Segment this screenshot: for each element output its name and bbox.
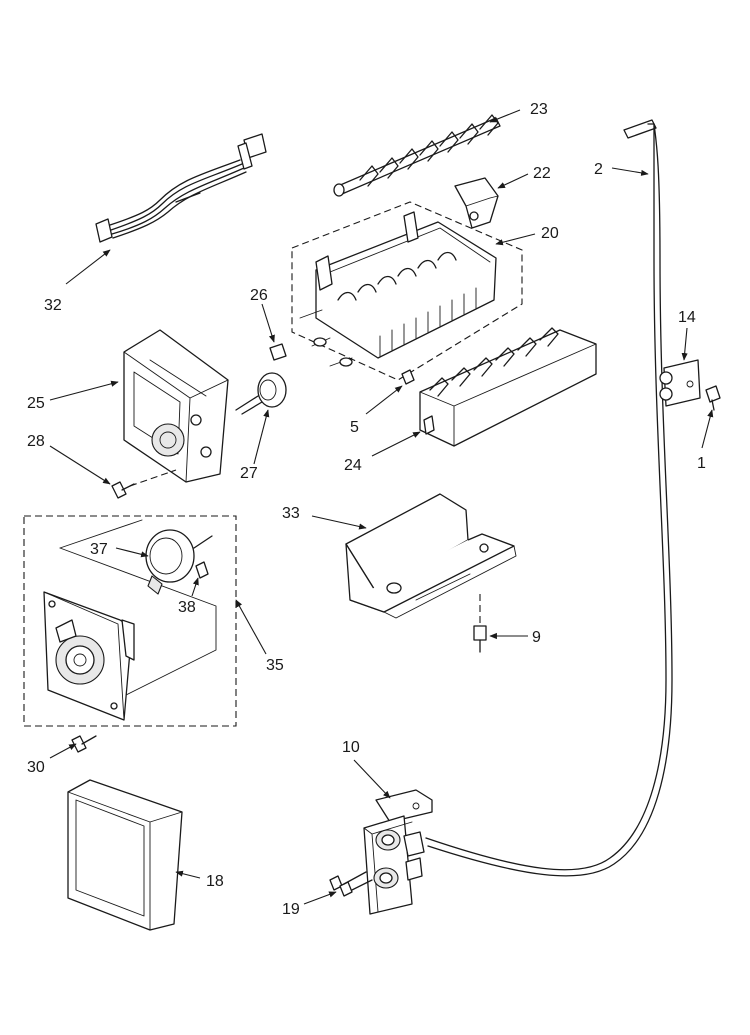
callout-23: 23 (530, 101, 548, 118)
small-clip-part (269, 343, 287, 361)
screw-guide-28 (129, 469, 177, 487)
callout-27: 27 (240, 465, 258, 482)
callout-1: 1 (697, 455, 706, 472)
module-cover-part (43, 591, 135, 721)
callout-10: 10 (342, 739, 360, 756)
callout-22: 22 (533, 165, 551, 182)
callout-18: 18 (206, 873, 224, 890)
water-valve-part (363, 789, 433, 915)
callout-labels: 23 2 22 20 32 26 14 25 5 1 28 27 24 33 3… (27, 101, 706, 918)
screw-part-38 (195, 561, 209, 579)
callout-35: 35 (266, 657, 284, 674)
callout-38: 38 (178, 599, 196, 616)
bracket-part (454, 177, 499, 229)
ice-mold-part (291, 201, 523, 381)
callout-30: 30 (27, 759, 45, 776)
motor-part (145, 529, 213, 595)
leader-lines (49, 109, 714, 905)
callout-28: 28 (27, 433, 45, 450)
callout-33: 33 (282, 505, 300, 522)
callout-25: 25 (27, 395, 45, 412)
cover-part (419, 327, 597, 447)
callout-19: 19 (282, 901, 300, 918)
arm-part (333, 114, 501, 197)
tray-part (345, 493, 517, 619)
water-tube-part (425, 119, 673, 877)
callout-32: 32 (44, 297, 62, 314)
screw-part-9 (473, 625, 487, 653)
screw-part-1 (705, 385, 721, 411)
callout-2: 2 (594, 161, 603, 178)
screw-part-28 (111, 481, 135, 499)
callout-24: 24 (344, 457, 362, 474)
module-housing-part (123, 329, 229, 483)
thermostat-part (235, 372, 287, 415)
callout-14: 14 (678, 309, 696, 326)
clip-part (401, 369, 415, 385)
wire-harness-part (95, 133, 267, 243)
callout-37: 37 (90, 541, 108, 558)
kit-outline-35 (23, 515, 237, 727)
callout-5: 5 (350, 419, 359, 436)
foam-block-part (67, 779, 183, 931)
tube-clamp-part (659, 359, 701, 407)
callout-9: 9 (532, 629, 541, 646)
callout-26: 26 (250, 287, 268, 304)
callout-20: 20 (541, 225, 559, 242)
screw-part-19 (329, 871, 373, 897)
